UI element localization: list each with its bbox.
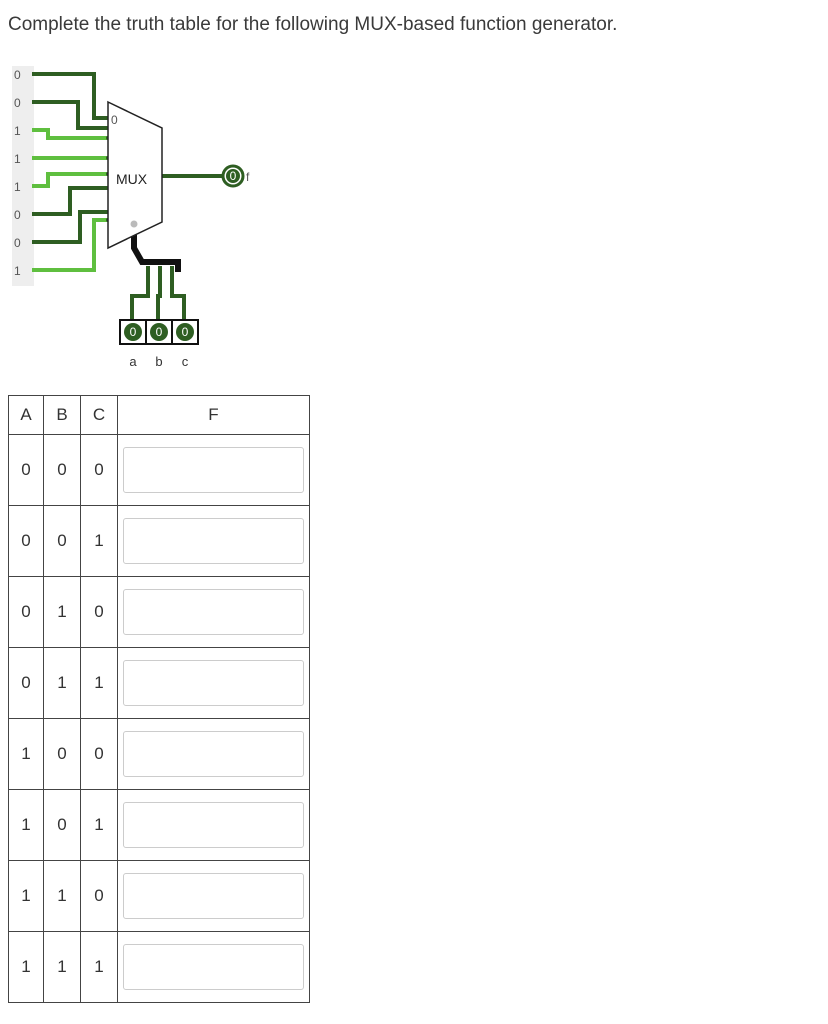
cell-f (117, 434, 310, 506)
question-text: Complete the truth table for the followi… (8, 14, 618, 35)
cell-c: 0 (80, 860, 118, 932)
select-switch-a[interactable]: 0 (119, 319, 147, 345)
answer-input-f[interactable] (123, 873, 304, 919)
cell-a: 0 (8, 505, 44, 577)
answer-input-f[interactable] (123, 802, 304, 848)
select-value-b: 0 (156, 325, 163, 339)
answer-input-f[interactable] (123, 660, 304, 706)
cell-a: 1 (8, 789, 44, 861)
input-boxes (12, 66, 34, 286)
header-a: A (8, 395, 44, 435)
answer-input-f[interactable] (123, 589, 304, 635)
cell-a: 1 (8, 931, 44, 1003)
cell-c: 0 (80, 718, 118, 790)
cell-c: 0 (80, 576, 118, 648)
select-label-c: c (182, 354, 189, 369)
wire-input-4 (32, 172, 110, 188)
cell-b: 0 (43, 718, 81, 790)
cell-f (117, 860, 310, 932)
cell-b: 1 (43, 860, 81, 932)
select-switch-b[interactable]: 0 (145, 319, 173, 345)
cell-a: 1 (8, 718, 44, 790)
cell-b: 1 (43, 647, 81, 719)
cell-f (117, 505, 310, 577)
wire-select-a (130, 266, 150, 334)
wire-input-5 (32, 186, 110, 216)
input-value-6: 0 (14, 236, 21, 250)
cell-c: 0 (80, 434, 118, 506)
cell-a: 0 (8, 434, 44, 506)
select-value-a: 0 (130, 325, 137, 339)
select-label-a: a (129, 354, 137, 369)
answer-input-f[interactable] (123, 731, 304, 777)
cell-b: 1 (43, 931, 81, 1003)
cell-b: 0 (43, 505, 81, 577)
output-label: f (246, 170, 250, 184)
mux-label: MUX (116, 171, 148, 187)
cell-f (117, 576, 310, 648)
cell-c: 1 (80, 647, 118, 719)
wire-input-1 (32, 100, 110, 130)
mux-body (107, 100, 163, 250)
mux-top-pin-label: 0 (111, 113, 118, 127)
input-value-7: 1 (14, 264, 21, 278)
cell-b: 0 (43, 434, 81, 506)
wire-select-b (156, 266, 162, 334)
input-value-1: 0 (14, 96, 21, 110)
answer-input-f[interactable] (123, 447, 304, 493)
input-value-0: 0 (14, 68, 21, 82)
cell-c: 1 (80, 789, 118, 861)
output-led: 0 (221, 164, 245, 188)
select-label-b: b (155, 354, 162, 369)
mux-circuit-diagram: MUX 0 0 0 1 1 1 0 0 1 0 f 0 0 0 a b c (12, 66, 250, 369)
cell-c: 1 (80, 505, 118, 577)
cell-f (117, 718, 310, 790)
cell-a: 0 (8, 647, 44, 719)
cell-b: 0 (43, 789, 81, 861)
input-value-2: 1 (14, 124, 21, 138)
cell-a: 1 (8, 860, 44, 932)
wire-input-6 (32, 210, 110, 244)
select-value-c: 0 (182, 325, 189, 339)
cell-b: 1 (43, 576, 81, 648)
select-pin-dot (130, 220, 138, 228)
input-value-4: 1 (14, 180, 21, 194)
select-bus (131, 226, 181, 272)
input-value-5: 0 (14, 208, 21, 222)
cell-c: 1 (80, 931, 118, 1003)
wire-input-0 (32, 72, 110, 120)
output-value: 0 (230, 169, 237, 183)
cell-a: 0 (8, 576, 44, 648)
select-switch-c[interactable]: 0 (171, 319, 199, 345)
wire-input-2 (32, 128, 110, 140)
input-column-bg (12, 66, 34, 286)
header-c: C (80, 395, 118, 435)
answer-input-f[interactable] (123, 518, 304, 564)
cell-f (117, 789, 310, 861)
header-f: F (117, 395, 310, 435)
wire-input-7 (32, 218, 110, 272)
cell-f (117, 931, 310, 1003)
cell-f (117, 647, 310, 719)
input-value-3: 1 (14, 152, 21, 166)
answer-input-f[interactable] (123, 944, 304, 990)
table-header-row: A B C F (8, 395, 310, 435)
header-b: B (43, 395, 81, 435)
wire-select-c (170, 266, 186, 334)
